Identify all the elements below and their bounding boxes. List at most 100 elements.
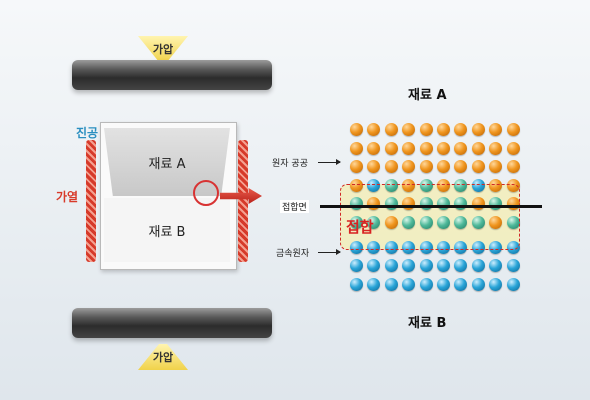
atom-blue: [350, 259, 363, 273]
atom-orange: [384, 141, 398, 155]
bottom-press-plate: [72, 308, 272, 338]
atom-blue: [454, 259, 468, 273]
top-pressure-label: 가압: [152, 43, 174, 56]
atom-teal: [384, 178, 398, 192]
atom-orange: [471, 141, 485, 155]
top-press-plate: [72, 60, 272, 90]
atom-teal: [419, 178, 433, 192]
material-a-label: 재료 A: [148, 156, 186, 172]
atom-blue: [506, 259, 520, 273]
atom-orange: [437, 141, 450, 155]
interface-magnify-circle: [193, 180, 219, 206]
atom-orange: [350, 123, 363, 136]
atom-orange: [350, 141, 363, 155]
atom-blue: [419, 259, 433, 273]
atom-orange: [437, 123, 450, 136]
atom-blue: [489, 240, 503, 254]
atom-orange: [489, 123, 503, 136]
bottom-pressure-indicator: 가압: [138, 344, 188, 370]
atom-orange: [402, 123, 416, 136]
atom-blue: [471, 277, 485, 291]
atom-blue: [454, 240, 468, 254]
material-b-label: 재료 B: [148, 224, 186, 240]
atom-orange: [419, 160, 433, 174]
atom-blue: [384, 277, 398, 291]
atom-orange: [489, 178, 503, 192]
atom-orange: [489, 160, 503, 174]
atom-orange: [471, 160, 485, 174]
atom-orange: [402, 178, 416, 192]
atom-blue: [367, 178, 381, 192]
atom-blue: [367, 240, 381, 254]
top-pressure-indicator: 가압: [138, 36, 188, 62]
atom-blue: [350, 277, 363, 291]
atom-orange: [506, 141, 520, 155]
left-heater-coil-icon: [86, 140, 96, 262]
atom-blue: [419, 277, 433, 291]
atom-orange: [384, 216, 398, 229]
atom-teal: [506, 216, 520, 229]
atom-orange: [454, 141, 468, 155]
atom-orange: [506, 160, 520, 174]
atom-blue: [402, 240, 416, 254]
atom-blue: [350, 240, 363, 254]
right-heater-coil-icon: [238, 140, 248, 262]
atom-blue: [384, 240, 398, 254]
zoom-material-a-title: 재료 A: [408, 88, 447, 103]
atom-orange: [419, 123, 433, 136]
atom-orange: [419, 141, 433, 155]
material-b-block: 재료 B: [104, 198, 230, 262]
bonding-label: 접합: [346, 218, 374, 236]
atom-orange: [437, 160, 450, 174]
atom-blue: [367, 259, 381, 273]
atom-blue: [506, 277, 520, 291]
atom-blue: [471, 259, 485, 273]
atom-orange: [384, 123, 398, 136]
atom-teal: [471, 216, 485, 229]
atom-blue: [437, 259, 450, 273]
heating-label: 가열: [56, 190, 79, 204]
atom-blue: [402, 259, 416, 273]
metal-atom-pointer-icon: [318, 249, 341, 255]
atom-orange: [489, 216, 503, 229]
atom-orange: [489, 141, 503, 155]
atom-orange: [367, 123, 381, 136]
atom-vacancy-pointer-icon: [318, 159, 341, 165]
atom-orange: [506, 123, 520, 136]
atom-teal: [454, 178, 468, 192]
atom-orange: [454, 160, 468, 174]
atom-orange: [384, 160, 398, 174]
atom-teal: [419, 216, 433, 229]
atom-vacancy-label: 원자 공공: [272, 159, 308, 169]
atom-blue: [471, 240, 485, 254]
interface-line: [320, 205, 542, 208]
atom-teal: [367, 216, 381, 229]
metal-atom-label: 금속원자: [276, 249, 310, 259]
atom-blue: [437, 277, 450, 291]
atom-blue: [471, 178, 485, 192]
atom-orange: [402, 141, 416, 155]
bottom-pressure-label: 가압: [152, 351, 174, 364]
vacuum-label: 진공: [76, 126, 99, 140]
atom-blue: [437, 240, 450, 254]
atom-blue: [489, 259, 503, 273]
atom-blue: [454, 277, 468, 291]
atom-blue: [489, 277, 503, 291]
atom-orange: [437, 178, 450, 192]
atom-blue: [419, 240, 433, 254]
atom-orange: [402, 160, 416, 174]
atom-orange: [454, 123, 468, 136]
atom-blue: [402, 277, 416, 291]
atom-orange: [471, 123, 485, 136]
atom-teal: [437, 216, 450, 229]
atom-orange: [367, 141, 381, 155]
atom-orange: [350, 160, 363, 174]
atom-orange: [350, 178, 363, 192]
zoom-material-b-title: 재료 B: [408, 316, 447, 331]
atom-blue: [367, 277, 381, 291]
interface-label: 접합면: [280, 200, 309, 213]
atom-teal: [402, 216, 416, 229]
atom-blue: [384, 259, 398, 273]
atom-orange: [367, 160, 381, 174]
atom-teal: [454, 216, 468, 229]
